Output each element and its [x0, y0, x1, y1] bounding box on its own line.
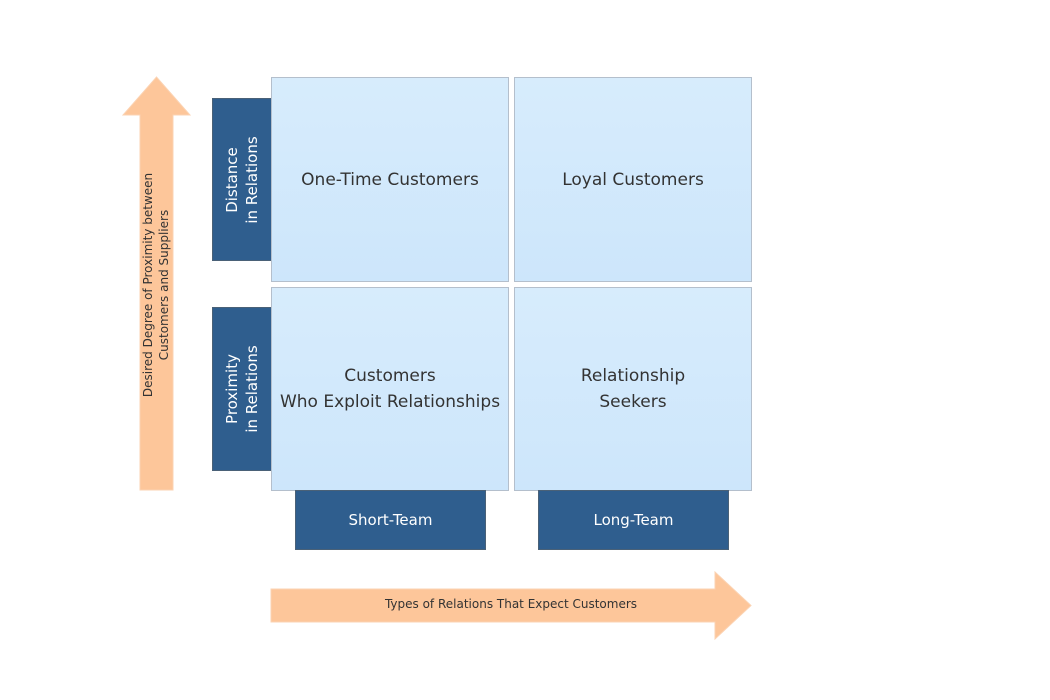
quadrant-one-time-customers: One-Time Customers	[271, 77, 509, 282]
horizontal-axis-label: Types of Relations That Expect Customers	[384, 597, 638, 611]
column-label-text: Short-Team	[348, 511, 433, 529]
quadrant-relationship-seekers: Relationship Seekers	[514, 287, 752, 491]
vertical-axis-label: Desired Degree of Proximity between Cust…	[141, 172, 171, 398]
quadrant-label: Loyal Customers	[562, 169, 704, 190]
column-label-text: Long-Team	[593, 511, 674, 529]
column-label-long-team: Long-Team	[538, 490, 729, 550]
quadrant-label: Customers Who Exploit Relationships	[279, 366, 501, 412]
quadrant-exploit-relationships: Customers Who Exploit Relationships	[271, 287, 509, 491]
vertical-axis-arrow	[121, 76, 192, 491]
column-label-short-team: Short-Team	[295, 490, 486, 550]
quadrant-label: Relationship Seekers	[580, 366, 686, 412]
row-label-proximity: Proximity in Relations	[212, 307, 272, 471]
horizontal-axis-arrow	[270, 570, 752, 641]
quadrant-label: One-Time Customers	[301, 169, 479, 190]
row-label-distance: Distance in Relations	[212, 98, 272, 261]
row-label-text: Proximity in Relations	[223, 345, 261, 433]
quadrant-loyal-customers: Loyal Customers	[514, 77, 752, 282]
row-label-text: Distance in Relations	[223, 135, 261, 224]
